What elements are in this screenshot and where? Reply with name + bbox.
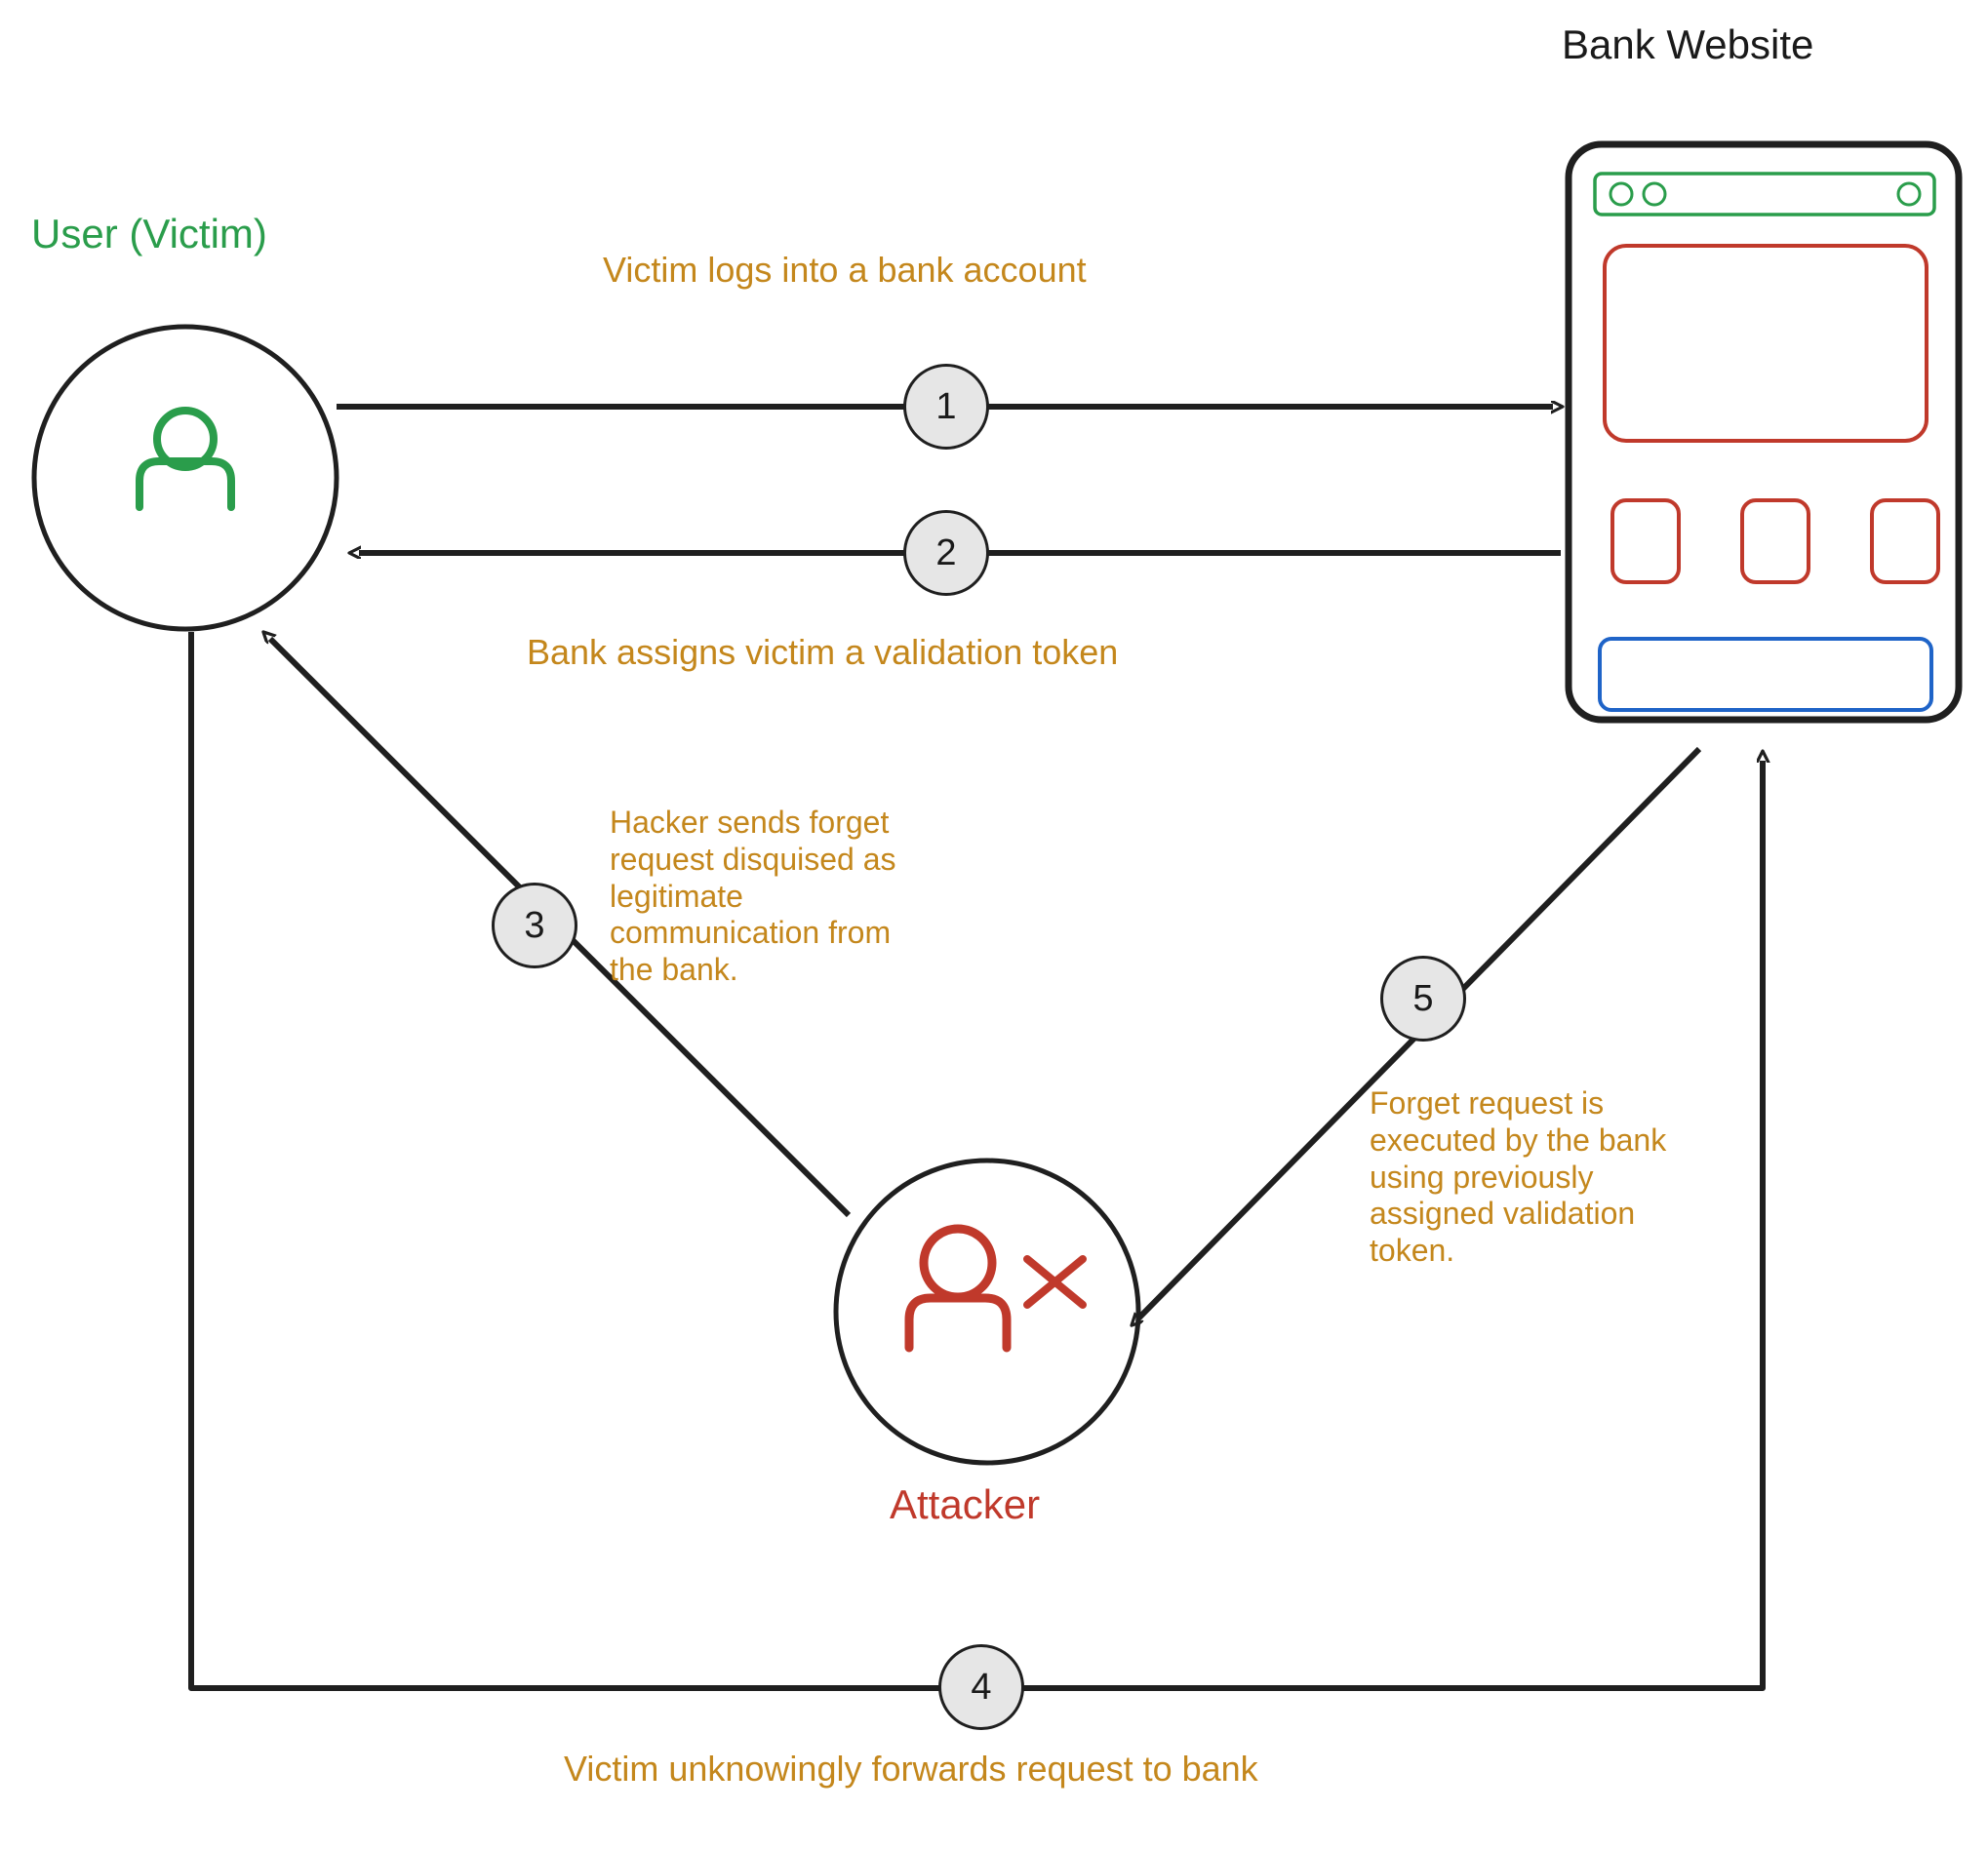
- step-caption-4: Victim unknowingly forwards request to b…: [564, 1749, 1258, 1789]
- browser-dot-1: [1609, 181, 1634, 207]
- step-caption-1: Victim logs into a bank account: [603, 250, 1087, 290]
- browser-dot-3: [1896, 181, 1922, 207]
- step-caption-5: Forget request is executed by the bank u…: [1370, 1085, 1667, 1268]
- content-block-3: [1870, 498, 1940, 584]
- browser-dot-2: [1642, 181, 1667, 207]
- attacker-node: [833, 1158, 1141, 1466]
- bank-website-node: [1565, 140, 1963, 724]
- browser-window-icon: [1565, 140, 1963, 724]
- content-block-2: [1740, 498, 1810, 584]
- user-victim-node: [31, 324, 339, 632]
- user-victim-label: User (Victim): [31, 211, 267, 256]
- bank-website-label: Bank Website: [1562, 21, 1814, 67]
- step-badge-2[interactable]: 2: [903, 510, 989, 596]
- content-block-main: [1603, 244, 1928, 443]
- content-block-1: [1610, 498, 1681, 584]
- step-badge-4[interactable]: 4: [938, 1644, 1024, 1730]
- footer-block: [1598, 637, 1933, 712]
- step-badge-5[interactable]: 5: [1380, 956, 1466, 1042]
- step-caption-3: Hacker sends forget request disquised as…: [610, 805, 896, 987]
- person-icon: [136, 407, 235, 511]
- step-badge-1[interactable]: 1: [903, 364, 989, 450]
- step-caption-2: Bank assigns victim a validation token: [527, 632, 1119, 672]
- person-x-icon: [904, 1224, 1087, 1353]
- attacker-label: Attacker: [890, 1481, 1041, 1527]
- browser-titlebar: [1593, 172, 1936, 216]
- step-badge-3[interactable]: 3: [492, 883, 577, 968]
